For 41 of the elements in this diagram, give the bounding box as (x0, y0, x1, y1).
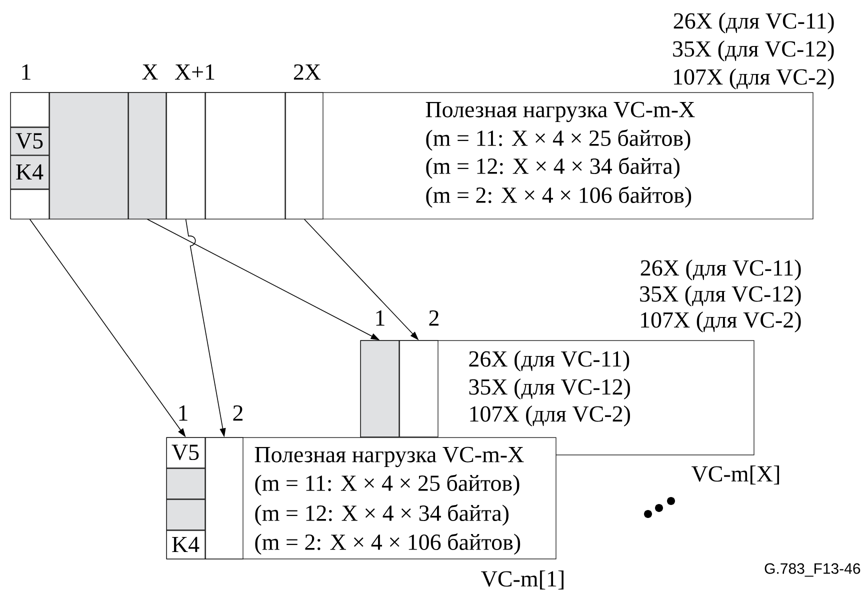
column-cell (10, 92, 50, 128)
payload-text: (m = 11: X × 4 × 25 байтов) (426, 129, 690, 151)
cell-label: V5 (172, 444, 199, 460)
column-cell (166, 92, 206, 220)
payload-text: 26X (для VC-11) (469, 350, 630, 372)
count-label: 107X (для VC-2) (641, 312, 801, 332)
column-number: X+1 (174, 64, 214, 80)
column-cell (285, 92, 324, 220)
column-number: 2 (233, 405, 242, 421)
container-label: VC-m[X] (692, 465, 779, 484)
payload-text: (m = 2: X × 4 × 106 байтов) (426, 186, 692, 208)
payload-text: Полезная нагрузка VC-m-X (426, 102, 695, 122)
container-label: VC-m[1] (481, 570, 564, 590)
count-label: 107X (для VC-2) (674, 68, 834, 90)
payload-text: 107X (для VC-2) (470, 406, 630, 426)
payload-text: Полезная нагрузка VC-m-X (254, 446, 524, 468)
payload-text: 35X (для VC-12) (469, 378, 630, 400)
column-number: 1 (179, 405, 188, 421)
payload-text: (m = 11: X × 4 × 25 байтов) (255, 474, 520, 496)
column-number: X (142, 64, 158, 80)
column-cell (10, 189, 50, 220)
figure-id: G.783_F13-46 (764, 563, 860, 577)
cell-label: K4 (172, 536, 200, 552)
count-label: 26X (для VC-11) (674, 12, 834, 34)
cell-label: K4 (16, 164, 44, 180)
column-cell (360, 340, 400, 438)
column-cell (166, 499, 206, 530)
column-cell (399, 340, 438, 438)
payload-text: (m = 2: X × 4 × 106 байтов) (255, 533, 520, 555)
cell-label: V5 (16, 133, 43, 149)
count-label: 26X (для VC-11) (640, 260, 801, 280)
count-label: 35X (для VC-12) (673, 40, 834, 62)
payload-text: (m = 12: X × 4 × 34 байта) (255, 504, 508, 526)
column-number: 2X (294, 64, 321, 80)
count-label: 35X (для VC-12) (640, 286, 801, 306)
column-number: 1 (22, 64, 30, 80)
column-cell (166, 468, 206, 500)
payload-text: (m = 12: X × 4 × 34 байта) (426, 157, 680, 179)
column-number: 1 (376, 310, 384, 326)
column-number: 2 (429, 310, 438, 326)
column-cell (128, 92, 166, 220)
